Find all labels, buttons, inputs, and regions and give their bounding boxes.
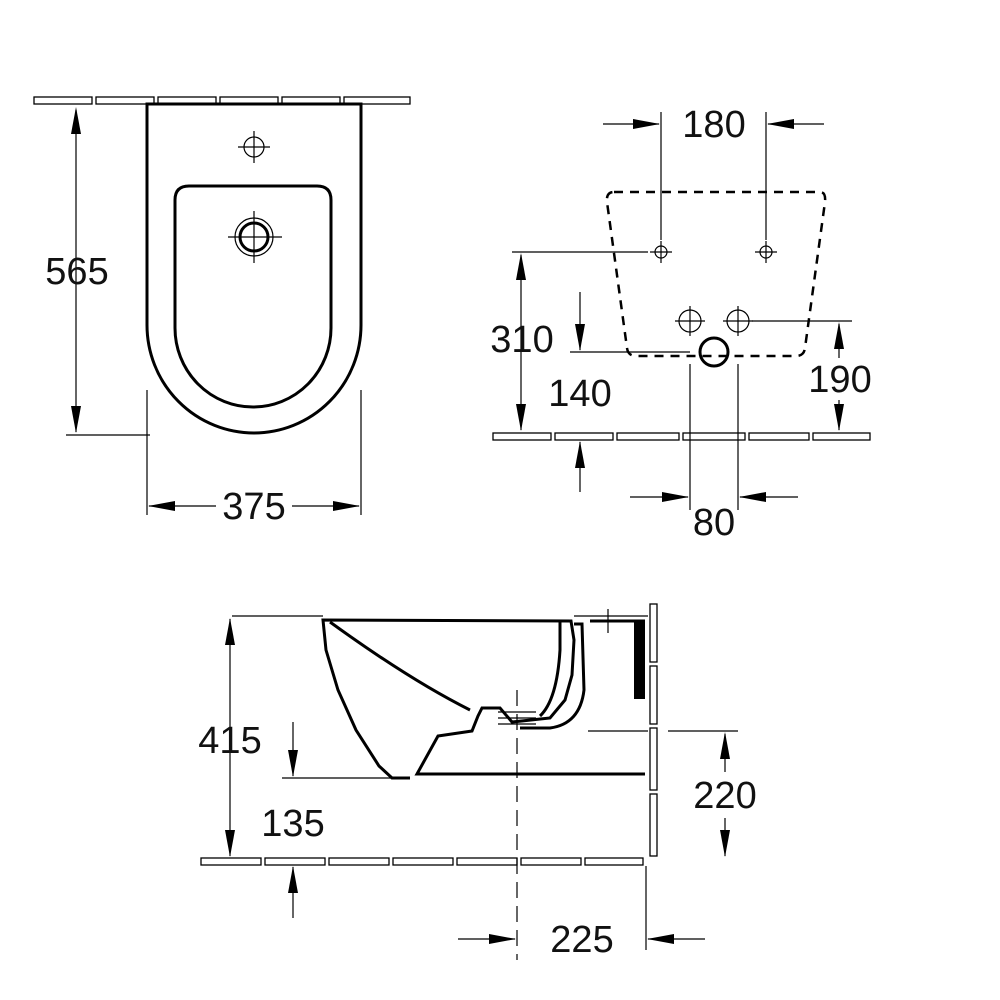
bolt-spacing-label: 180: [682, 104, 745, 146]
side-view-rim-inner: [538, 620, 562, 718]
top-view-width-label: 375: [222, 486, 285, 528]
connection-view-floor-line: [492, 432, 871, 441]
top-view-bowl-outline: [173, 184, 333, 409]
waste-height-label: 190: [808, 359, 871, 401]
top-view-depth-dimension: 565: [45, 107, 150, 436]
tap-hole-symbol: [238, 131, 270, 163]
side-view-wall-line: [649, 603, 658, 857]
water-inlet-left: [675, 306, 705, 336]
top-view-wall-line: [33, 96, 411, 105]
connection-view: 180 310 140 190: [490, 104, 871, 544]
foot-height-dimension: 135: [261, 722, 392, 918]
bolt-height-dimension: 310: [490, 251, 648, 431]
water-inlet-right: [723, 306, 753, 336]
side-view-back-wall-section: [634, 621, 645, 699]
waste-height-dimension: 190: [752, 320, 872, 431]
fixing-bolt-left: [650, 241, 672, 263]
top-view: 565 375: [33, 96, 411, 528]
waste-spacing-label: 80: [693, 502, 735, 544]
outlet-distance-dimension: 225: [458, 866, 705, 961]
side-view-height-dimension: 415: [198, 618, 262, 857]
side-view-tap-marker: [596, 609, 620, 633]
side-view: 415 135 220 225: [198, 603, 757, 961]
bolt-spacing-dimension: 180: [603, 104, 824, 240]
side-view-bowl-curve: [329, 620, 471, 712]
drain-hole-symbol: [228, 211, 282, 263]
water-inlet-height-dimension: 140: [548, 292, 690, 492]
water-inlet-height-label: 140: [548, 373, 611, 415]
top-view-width-dimension: 375: [146, 390, 362, 528]
top-view-bidet-outline: [145, 102, 363, 435]
fixing-bolt-right: [755, 241, 777, 263]
foot-height-label: 135: [261, 803, 324, 845]
side-view-height-label: 415: [198, 720, 261, 762]
outlet-distance-label: 225: [550, 919, 613, 961]
side-view-bidet-profile: [321, 618, 645, 780]
outlet-height-label: 220: [693, 775, 756, 817]
bidet-footprint-dashed-outline: [605, 190, 827, 358]
side-view-siphon: [520, 622, 586, 730]
waste-outlet: [698, 336, 730, 368]
top-view-depth-label: 565: [45, 251, 108, 293]
bolt-height-label: 310: [490, 319, 553, 361]
waste-spacing-dimension: 80: [630, 364, 798, 544]
side-view-floor-line: [200, 857, 644, 866]
outlet-height-dimension: 220: [588, 730, 757, 857]
